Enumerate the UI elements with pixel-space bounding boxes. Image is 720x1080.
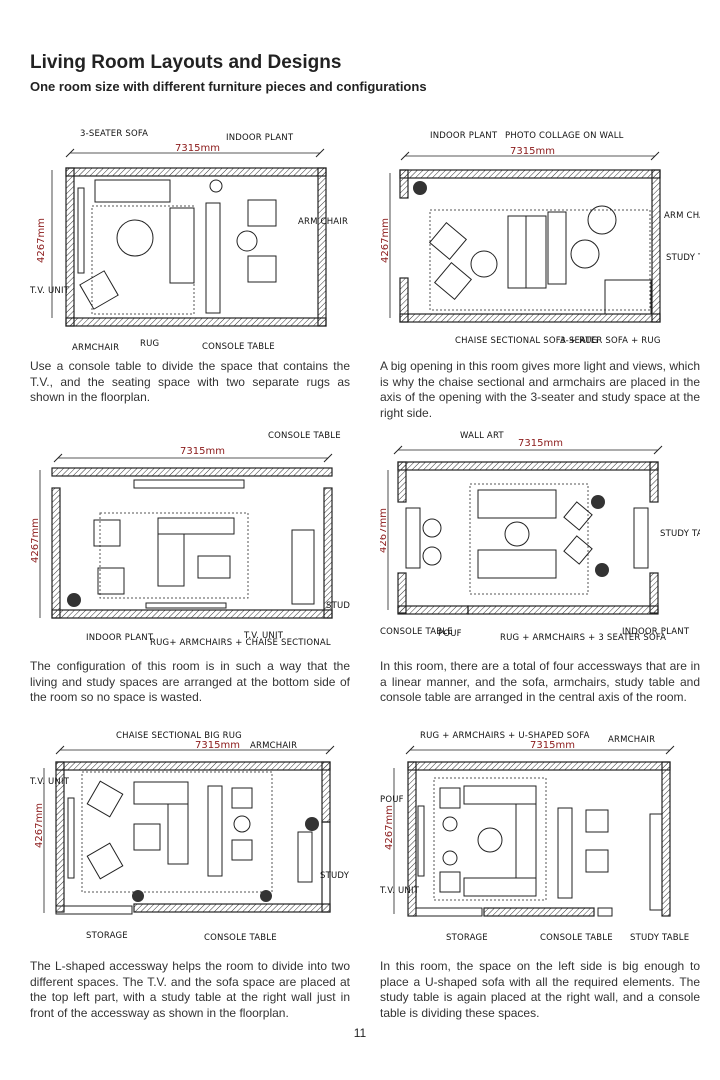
width-dimension: 7315mm [510, 146, 555, 157]
study-table [633, 507, 649, 569]
floorplan-panel-4: 7315mm 4267mm WALL ART STUDY TABLE CONSO… [380, 428, 700, 706]
height-dimension: 4267mm [34, 803, 45, 848]
label-armchair-rug: ARM CHAIR + RUG [298, 217, 350, 227]
label-plant: INDOOR PLANT [86, 633, 154, 643]
label-console: CONSOLE TABLE [380, 627, 453, 637]
label-study-table: STUDY TABLE [660, 529, 700, 539]
width-dimension: 7315mm [518, 438, 563, 449]
caption: The L-shaped accessway helps the room to… [30, 959, 350, 1020]
label-pouf: POUF [380, 795, 404, 805]
label-storage: STORAGE [446, 933, 488, 943]
label-console: CONSOLE TABLE [202, 342, 275, 352]
label-armchair: ARMCHAIR [72, 343, 119, 353]
label-storage: STORAGE [86, 931, 128, 941]
label-chaise-rug: CHAISE SECTIONAL BIG RUG [116, 731, 242, 741]
label-tv-unit: T.V. UNIT [243, 631, 284, 641]
study-table [604, 279, 652, 315]
height-dimension: 4267mm [384, 805, 395, 850]
study-table [291, 529, 315, 605]
sofa [94, 179, 171, 203]
label-photo-collage: PHOTO COLLAGE ON WALL [505, 131, 624, 141]
label-study-table: STUDY TABLE [326, 601, 350, 611]
floorplan-panel-6: 7315mm 4267mm RUG + ARMCHAIRS + U-SHAPED… [380, 728, 700, 1021]
caption: Use a console table to divide the space … [30, 359, 350, 404]
label-study-table: STUDY TABLE [666, 253, 700, 263]
label-rug: RUG [140, 339, 159, 349]
floorplan-panel-2: 7315mm 4267mm INDOOR PLANT PHOTO COLLAGE… [380, 128, 700, 421]
console-table [205, 202, 221, 314]
label-armchair: ARMCHAIR [608, 735, 655, 745]
study-table [297, 831, 313, 883]
page-subtitle: One room size with different furniture p… [30, 79, 427, 94]
caption: In this room, there are a total of four … [380, 659, 700, 704]
console-table [133, 479, 245, 489]
label-chaise: CHAISE SECTIONAL SOFA + RUG [455, 336, 598, 346]
console-table [405, 507, 421, 569]
label-rug-armchairs: RUG + ARMCHAIRS + 3 SEATER SOFA [500, 633, 666, 643]
tv-unit [417, 805, 425, 877]
label-console: CONSOLE TABLE [268, 431, 341, 441]
label-tv-unit: T.V. UNIT [30, 777, 70, 787]
label-sofa: 3-SEATER SOFA [80, 129, 148, 139]
height-dimension: 4267mm [380, 218, 391, 263]
width-dimension: 7315mm [180, 446, 225, 457]
label-plant: INDOOR PLANT [622, 627, 690, 637]
floorplan-drawing: 7315mm 4267mm INDOOR PLANT PHOTO COLLAGE… [380, 131, 700, 346]
tv-unit [145, 602, 227, 609]
label-study-table: STUDY TABLE [630, 933, 689, 943]
label-tv-unit: T.V. UNIT [30, 286, 70, 296]
floorplan-drawing: 7315mm 4267mm WALL ART STUDY TABLE CONSO… [380, 431, 700, 643]
console-table [207, 785, 223, 877]
caption: A big opening in this room gives more li… [380, 359, 700, 420]
page-title: Living Room Layouts and Designs [30, 52, 342, 73]
caption: The configuration of this room is in suc… [30, 659, 350, 704]
floorplan-drawing: 7315mm 4267mm 3-SEATER SOFA INDOOR PLANT… [30, 129, 350, 353]
height-dimension: 4267mm [380, 508, 389, 553]
caption: In this room, the space on the left side… [380, 959, 700, 1020]
tv-unit [77, 187, 85, 274]
floorplan-panel-3: 7315mm 4267mm CONSOLE TABLE STUDY TABLE … [30, 428, 350, 706]
label-armchair: ARM CHAIR [664, 211, 700, 221]
study-table [649, 813, 663, 911]
floorplan-drawing: 7315mm 4267mm RUG + ARMCHAIRS + U-SHAPED… [380, 731, 689, 943]
width-dimension: 7315mm [175, 143, 220, 154]
label-wall-art: WALL ART [460, 431, 504, 441]
page-number: 11 [353, 1026, 367, 1040]
height-dimension: 4267mm [30, 518, 41, 563]
width-dimension: 7315mm [530, 740, 575, 751]
label-console: CONSOLE TABLE [540, 933, 613, 943]
label-plant: INDOOR PLANT [430, 131, 498, 141]
height-dimension: 4267mm [36, 218, 47, 263]
tv-unit [67, 797, 75, 879]
label-plant: INDOOR PLANT [226, 133, 294, 143]
label-u-sofa: RUG + ARMCHAIRS + U-SHAPED SOFA [420, 731, 590, 741]
floorplan-drawing: 7315mm 4267mm CONSOLE TABLE STUDY TABLE … [30, 431, 350, 648]
label-tv-unit: T.V. UNIT [380, 886, 420, 896]
label-pouf: POUF [438, 629, 462, 639]
label-3-seater: 3-SEATER SOFA + RUG [560, 336, 661, 346]
console-table [557, 807, 573, 899]
label-rug-armchairs: RUG+ ARMCHAIRS + CHAISE SECTIONAL [150, 638, 331, 648]
floorplan-panel-1: 7315mm 4267mm 3-SEATER SOFA INDOOR PLANT… [30, 128, 350, 406]
floorplan-drawing: 7315mm 4267mm CHAISE SECTIONAL BIG RUG A… [30, 731, 350, 943]
label-console: CONSOLE TABLE [204, 933, 277, 943]
width-dimension: 7315mm [195, 740, 240, 751]
label-armchair: ARMCHAIR [250, 741, 297, 751]
floorplan-panel-5: 7315mm 4267mm CHAISE SECTIONAL BIG RUG A… [30, 728, 350, 1021]
label-study-table: STUDY TABLE [320, 871, 350, 881]
